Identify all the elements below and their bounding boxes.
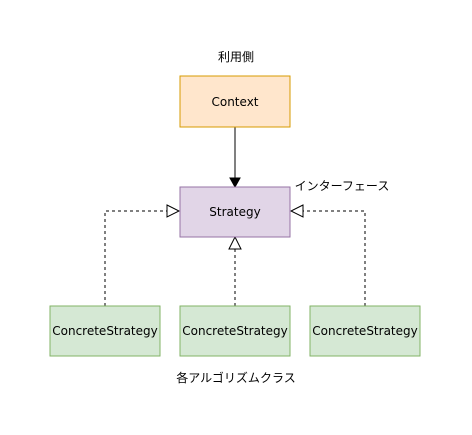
concrete-strategy-box-left (49, 305, 161, 357)
interface-caption: インターフェース (295, 179, 390, 193)
connectors (104, 127, 366, 306)
strategy-node[interactable]: Strategy (179, 186, 291, 238)
concrete-strategy-node-left[interactable]: ConcreteStrategy (49, 305, 161, 357)
concrete-strategy-label-left: ConcreteStrategy (52, 324, 157, 338)
bottom-caption: 各アルゴリズムクラス (176, 370, 295, 385)
top-caption: 利用側 (218, 50, 254, 64)
context-box (179, 75, 291, 128)
concrete-strategy-label-right: ConcreteStrategy (312, 324, 417, 338)
strategy-box (179, 186, 291, 238)
concrete-strategy-box-middle (179, 305, 291, 357)
context-label: Context (211, 95, 258, 109)
context-node[interactable]: Context (179, 75, 291, 128)
realization-arrowhead-left (166, 204, 181, 218)
concrete-strategy-node-middle[interactable]: ConcreteStrategy (179, 305, 291, 357)
realization-line-left (104, 210, 167, 306)
realization-line-right (303, 210, 366, 306)
realization-arrowhead-middle (228, 235, 242, 250)
concrete-strategy-box-right (309, 305, 421, 357)
concrete-strategy-label-middle: ConcreteStrategy (182, 324, 287, 338)
realization-arrowhead-right (289, 204, 304, 218)
concrete-strategy-node-right[interactable]: ConcreteStrategy (309, 305, 421, 357)
strategy-label: Strategy (209, 205, 260, 219)
usage-arrowhead (229, 177, 241, 189)
